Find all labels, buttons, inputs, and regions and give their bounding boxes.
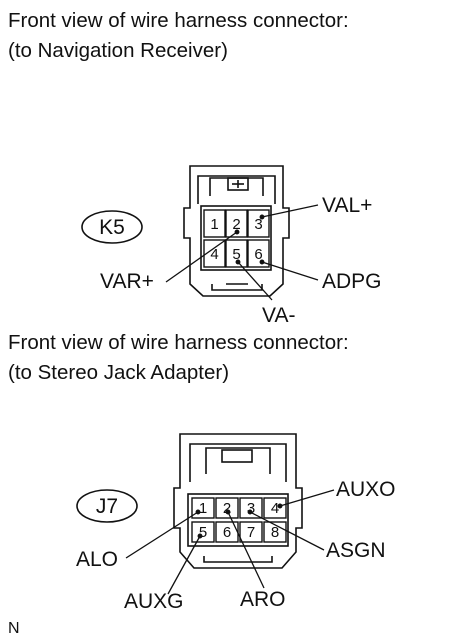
j7-label-aro: ARO xyxy=(240,588,286,611)
j7-title-line1: Front view of wire harness connector: xyxy=(8,331,349,354)
k5-title-line2: (to Navigation Receiver) xyxy=(8,39,228,62)
j7-pin-7: 7 xyxy=(247,524,255,541)
corner-mark: N xyxy=(8,620,20,637)
j7-heading: Front view of wire harness connector: (t… xyxy=(8,328,349,388)
k5-label-var-plus: VAR+ xyxy=(100,270,154,293)
j7-connector xyxy=(173,433,303,569)
k5-label-va-minus: VA- xyxy=(262,304,295,327)
j7-id-oval xyxy=(76,489,138,523)
k5-connector xyxy=(183,165,290,297)
j7-title-line2: (to Stereo Jack Adapter) xyxy=(8,361,230,384)
k5-id-oval xyxy=(81,210,143,244)
j7-pin-8: 8 xyxy=(271,524,279,541)
j7-label-asgn: ASGN xyxy=(326,539,386,562)
j7-pin-2: 2 xyxy=(223,500,231,517)
k5-label-val-plus: VAL+ xyxy=(322,194,372,217)
k5-pin-4: 4 xyxy=(210,246,218,263)
k5-title-line1: Front view of wire harness connector: xyxy=(8,9,349,32)
j7-pin-6: 6 xyxy=(223,524,231,541)
j7-pin-5: 5 xyxy=(199,524,207,541)
k5-pin-6: 6 xyxy=(254,246,262,263)
k5-pin-1: 1 xyxy=(210,216,218,233)
j7-label-auxo: AUXO xyxy=(336,478,396,501)
k5-heading: Front view of wire harness connector: (t… xyxy=(8,6,349,66)
j7-leader-lines xyxy=(125,489,335,595)
j7-connector-id: J7 xyxy=(96,495,118,518)
k5-pin-2: 2 xyxy=(232,216,240,233)
j7-label-auxg: AUXG xyxy=(124,590,184,613)
j7-pin-4: 4 xyxy=(271,500,279,517)
j7-pin-3: 3 xyxy=(247,500,255,517)
k5-leader-lines xyxy=(165,204,319,301)
j7-pin-1: 1 xyxy=(199,500,207,517)
k5-label-adpg: ADPG xyxy=(322,270,382,293)
k5-connector-id: K5 xyxy=(99,216,125,239)
k5-pin-5: 5 xyxy=(232,246,240,263)
j7-label-alo: ALO xyxy=(76,548,118,571)
k5-pin-3: 3 xyxy=(254,216,262,233)
